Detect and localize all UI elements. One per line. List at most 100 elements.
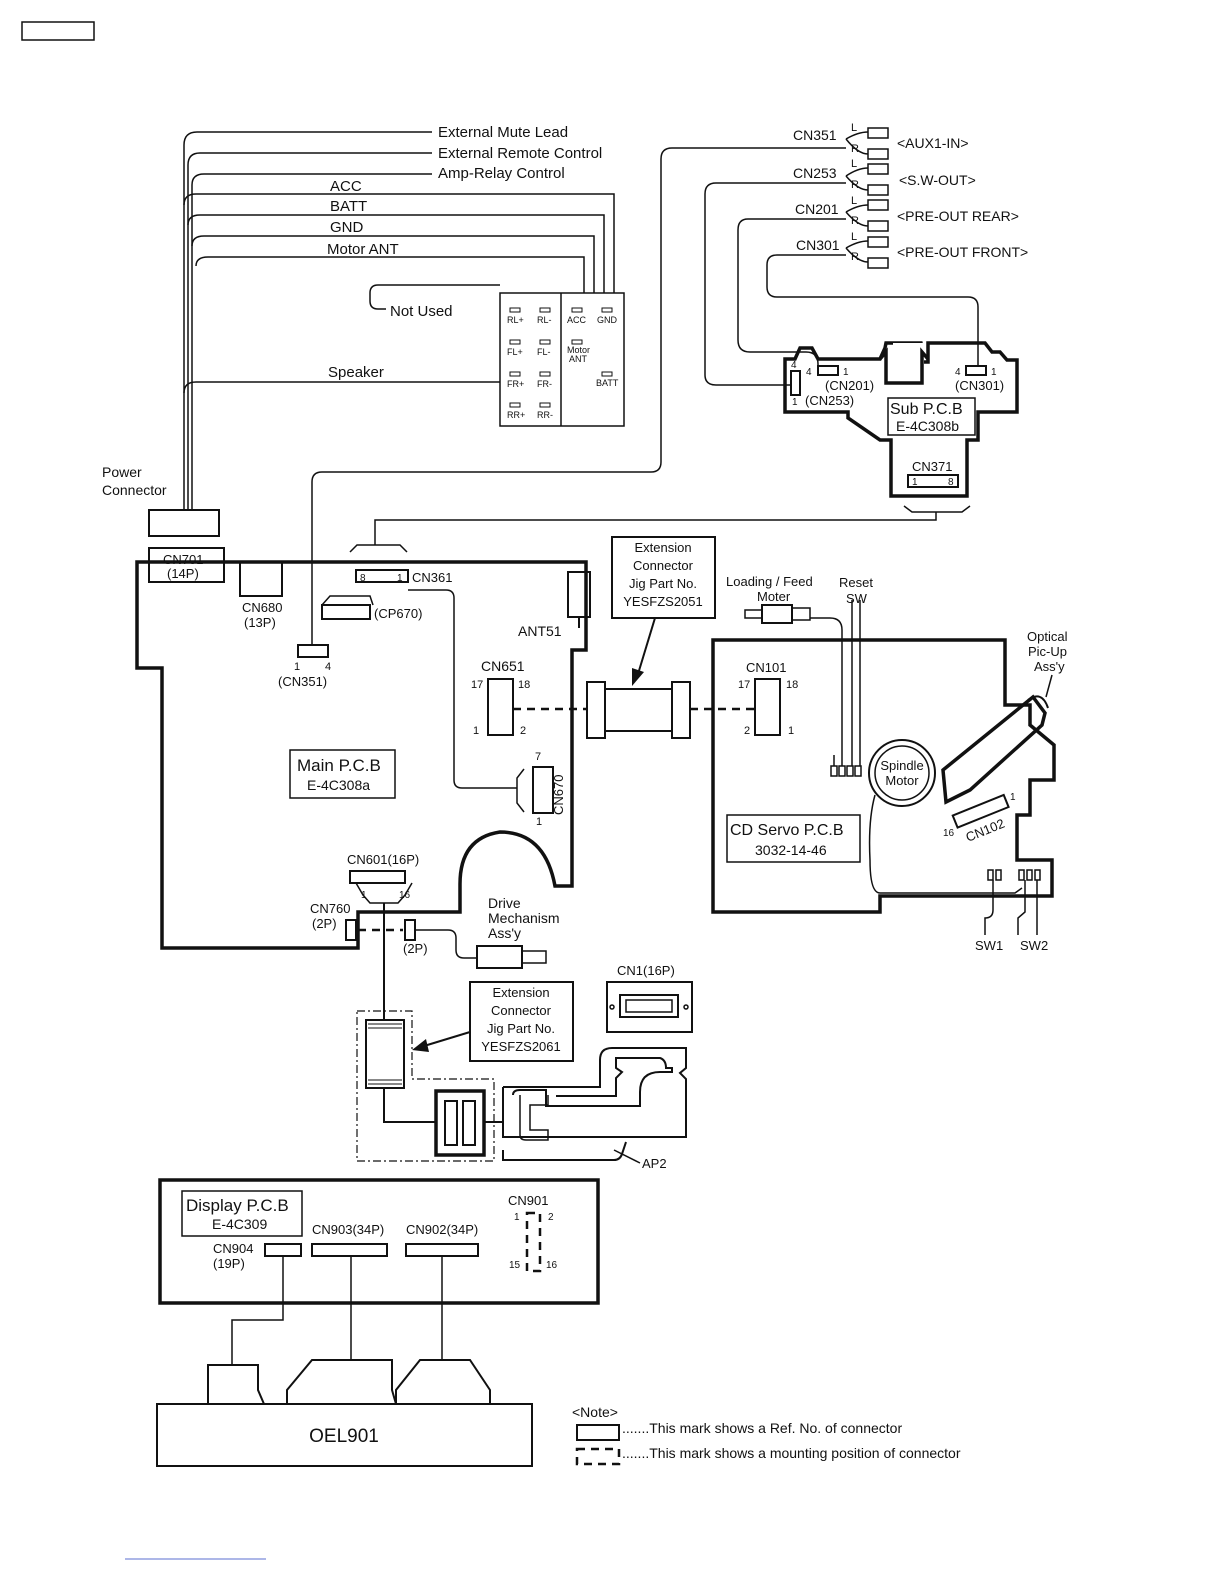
pre-out-front-label: <PRE-OUT FRONT> [897,244,1028,260]
cn351-main-pin1: 1 [294,661,300,673]
cn201-audio-label: CN201 [795,201,839,217]
note-ref-mark [576,1424,620,1441]
terminal-rl-plus: RL+ [507,315,524,325]
cn651-pin2: 2 [520,725,526,737]
cn351-main-label: (CN351) [278,674,327,689]
cn351-main-pin4: 4 [325,661,331,673]
display-pcb-part: E-4C309 [212,1216,267,1232]
ext-jig-1-line4: YESFZS2051 [623,594,703,609]
motor-ant-wire-label: Motor ANT [327,241,399,258]
not-used-label: Not Used [390,303,453,320]
reset-sw-label-1: Reset [839,575,873,590]
oel901-display [156,1403,533,1467]
batt-wire-label: BATT [330,198,367,215]
main-pcb [135,547,591,1020]
ap2-outline [356,1010,495,1162]
cn101-pin17: 17 [738,679,750,691]
main-pcb-title: Main P.C.B [297,756,381,775]
extension-jig-1-box [611,536,716,619]
terminal-motor: Motor [567,345,590,355]
sw-l-label: L [851,158,857,170]
cn101-pin2: 2 [744,725,750,737]
cn670-pin1: 1 [536,816,542,828]
ext-jig-2-line1: Extension [492,985,549,1000]
loading-feed-motor [761,604,793,624]
terminal-acc: ACC [567,315,587,325]
note-mount-mark [575,1447,621,1466]
power-connector-label-2: Connector [102,482,167,498]
cd-servo-pcb [711,600,1056,935]
speaker-label: Speaker [328,364,384,381]
cn601-pin1: 1 [361,890,367,901]
cn1-connector [606,981,693,1033]
cn101-label: CN101 [746,660,786,675]
aux1-in-label: <AUX1-IN> [897,135,969,151]
terminal-ant: ANT [569,354,588,364]
display-pcb [158,1178,600,1305]
sw-out-label: <S.W-OUT> [899,172,976,188]
cn102-label: CN102 [964,816,1007,845]
extension-cable-2 [365,1019,405,1089]
cn651-pin17: 17 [471,679,483,691]
spindle-motor-label-2: Motor [885,773,919,788]
optical-pickup-label-2: Pic-Up [1028,644,1067,659]
sub-pcb-pin4-b: 4 [955,367,961,378]
reset-sw-label-2: SW [846,591,868,606]
ext-jig-2-line4: YESFZS2061 [481,1039,561,1054]
gnd-wire-label: GND [330,219,364,236]
cn901-pin16: 16 [546,1260,558,1271]
note-title: <Note> [572,1404,618,1420]
sub-pcb-part: E-4C308b [896,418,959,434]
cn-2p-label: (2P) [403,941,428,956]
ant51-label: ANT51 [518,623,562,639]
cn1-label: CN1(16P) [617,963,675,978]
rear-l-label: L [851,195,857,207]
terminal-fl-minus: FL- [537,347,551,357]
power-wire-bundle [183,131,615,510]
audio-jacks [845,127,889,269]
cn670-label: CN670 [551,775,566,815]
cn102-pin16: 16 [943,828,955,839]
terminal-fr-plus: FR+ [507,379,524,389]
ext-jig-1-line1: Extension [634,540,691,555]
cn102-pin1: 1 [1010,792,1016,803]
cn904-pins: (19P) [213,1256,245,1271]
sub-pcb-title: Sub P.C.B [890,401,963,418]
sub-pcb-cn253: (CN253) [805,393,854,408]
cn680-pins: (13P) [244,615,276,630]
drive-label-1: Drive [488,895,521,911]
cn901-pin15: 15 [509,1260,521,1271]
aux-l-label: L [851,122,857,134]
cn902-label: CN902(34P) [406,1222,478,1237]
sw1-label: SW1 [975,938,1003,953]
loading-feed-label-1: Loading / Feed [726,574,813,589]
cn101-pin18: 18 [786,679,798,691]
cn361-label: CN361 [412,570,452,585]
drive-label-3: Ass'y [488,925,521,941]
cn901-pin1: 1 [514,1212,520,1223]
drive-label-2: Mechanism [488,910,560,926]
front-r-label: R [851,251,859,263]
cn101-pin1: 1 [788,725,794,737]
cn901-pin2: 2 [548,1212,554,1223]
optical-pickup-label-3: Ass'y [1034,659,1065,674]
ext-jig-1-line2: Connector [633,558,694,573]
cn760-label: CN760 [310,901,350,916]
terminal-block [499,292,625,427]
external-remote-label: External Remote Control [438,145,602,162]
cn361-pin1: 1 [397,573,403,584]
terminal-batt: BATT [596,378,619,388]
sub-pcb-cn371-pin8: 8 [948,477,954,488]
note-line-1: .......This mark shows a Ref. No. of con… [622,1420,902,1436]
ap2-label: AP2 [642,1156,667,1171]
ext-jig-1-line3: Jig Part No. [629,576,697,591]
cn651-label: CN651 [481,658,525,674]
sub-pcb-cn371: CN371 [912,459,952,474]
cd-servo-title: CD Servo P.C.B [730,822,844,839]
sub-pcb-pin4-a: 4 [806,367,812,378]
sw-r-label: R [851,179,859,191]
sub-pcb-pin4-c: 4 [791,360,797,371]
external-mute-label: External Mute Lead [438,124,568,141]
front-l-label: L [851,231,857,243]
